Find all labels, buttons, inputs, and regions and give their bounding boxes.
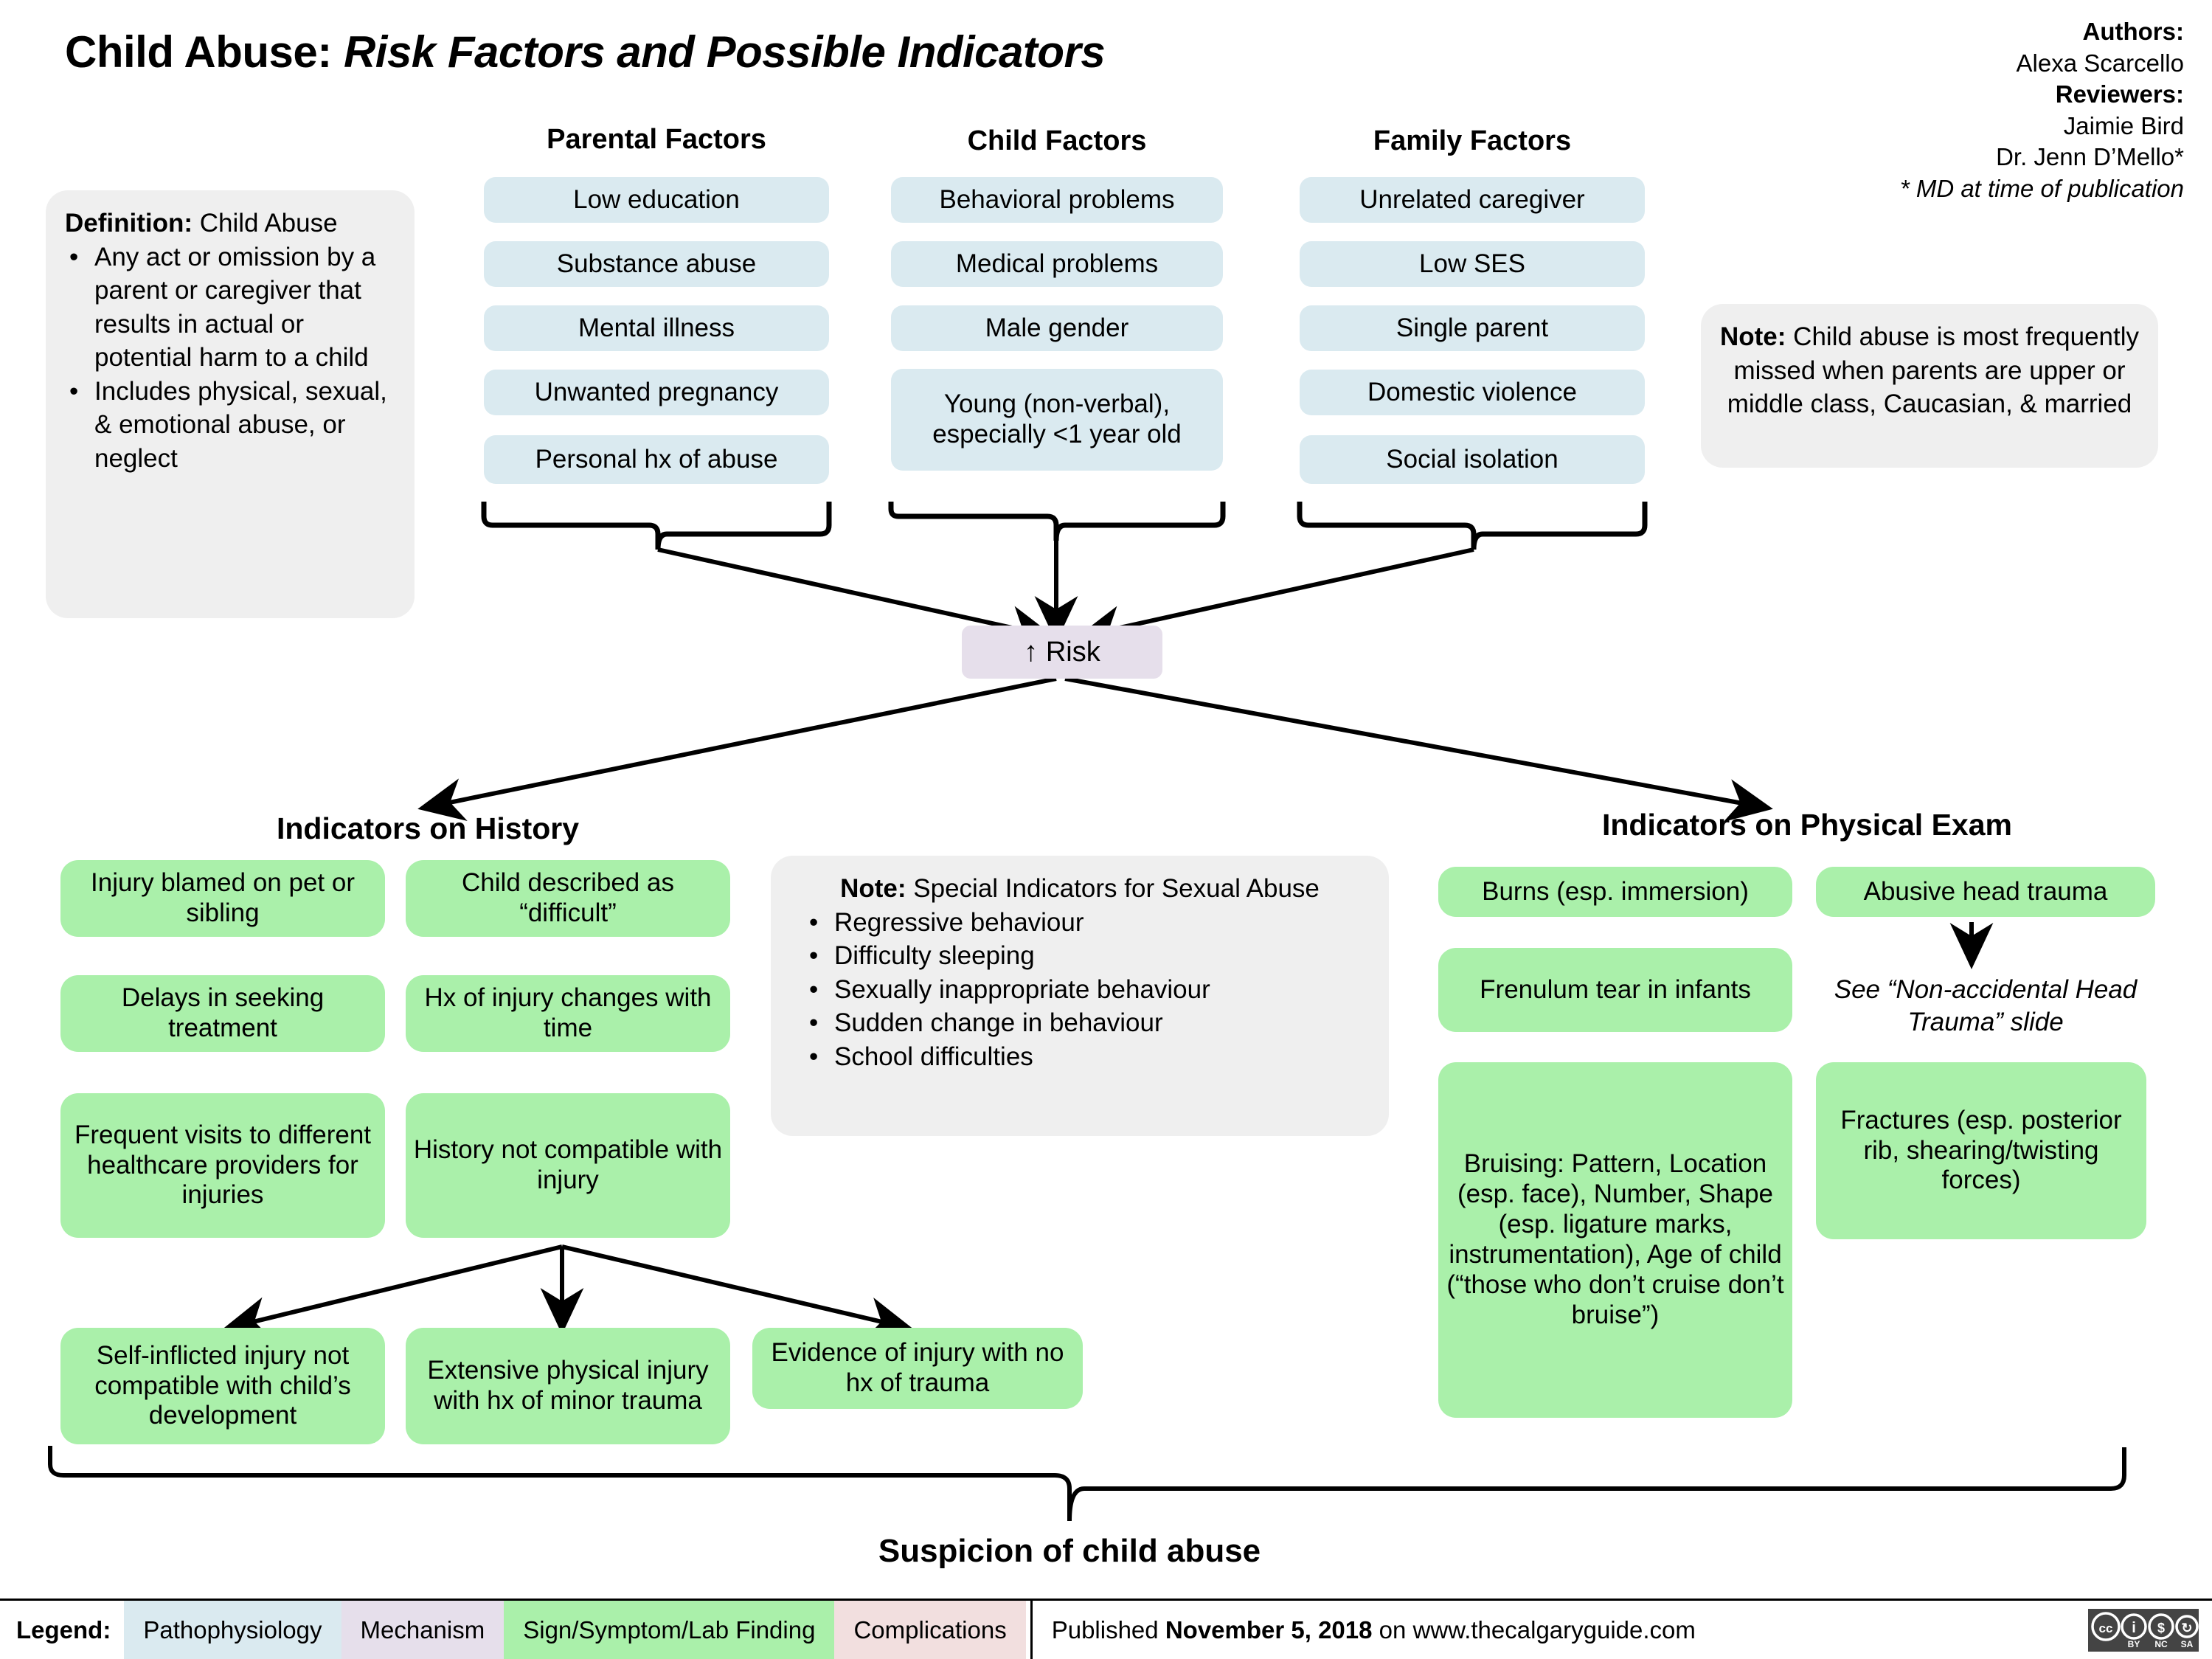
author-name: Alexa Scarcello bbox=[2016, 49, 2184, 77]
legend-footer: Legend: Pathophysiology Mechanism Sign/S… bbox=[0, 1599, 2212, 1659]
factor-child-medical-problems[interactable]: Medical problems bbox=[891, 241, 1223, 287]
note-sexual-abuse-title: Special Indicators for Sexual Abuse bbox=[913, 874, 1320, 903]
history-self-inflicted[interactable]: Self-inflicted injury not compatible wit… bbox=[60, 1328, 385, 1444]
factor-parental-low-education[interactable]: Low education bbox=[484, 177, 829, 223]
column-heading-child: Child Factors bbox=[967, 125, 1147, 156]
risk-node[interactable]: ↑ Risk bbox=[962, 626, 1162, 679]
section-heading-history: Indicators on History bbox=[276, 811, 580, 845]
creative-commons-license[interactable]: cc i $ ↻ BY NC SA bbox=[2088, 1601, 2212, 1659]
reviewer-name-2: Dr. Jenn D’Mello* bbox=[1996, 143, 2184, 171]
factor-parental-unwanted-pregnancy[interactable]: Unwanted pregnancy bbox=[484, 370, 829, 415]
svg-text:$: $ bbox=[2157, 1621, 2165, 1635]
history-delays-treatment[interactable]: Delays in seeking treatment bbox=[60, 975, 385, 1052]
history-extensive-injury[interactable]: Extensive physical injury with hx of min… bbox=[406, 1328, 730, 1444]
definition-bullet: Includes physical, sexual, & emotional a… bbox=[69, 375, 395, 476]
factor-family-social-isolation[interactable]: Social isolation bbox=[1300, 435, 1645, 484]
credits-footnote: * MD at time of publication bbox=[1899, 174, 2184, 202]
exam-frenulum-tear[interactable]: Frenulum tear in infants bbox=[1438, 948, 1792, 1032]
legend-chip-sign-symptom[interactable]: Sign/Symptom/Lab Finding bbox=[504, 1601, 835, 1659]
exam-bruising[interactable]: Bruising: Pattern, Location (esp. face),… bbox=[1438, 1062, 1792, 1418]
exam-burns[interactable]: Burns (esp. immersion) bbox=[1438, 867, 1792, 917]
definition-panel: Definition: Child Abuse Any act or omiss… bbox=[46, 190, 415, 618]
reviewer-name-1: Jaimie Bird bbox=[2063, 111, 2184, 139]
definition-label: Definition: bbox=[65, 209, 193, 238]
note-sexual-abuse-bullet: Sexually inappropriate behaviour bbox=[809, 973, 1370, 1007]
exam-see-slide-link[interactable]: See “Non-accidental Head Trauma” slide bbox=[1834, 975, 2138, 1036]
definition-term: Child Abuse bbox=[199, 209, 338, 238]
history-frequent-visits[interactable]: Frequent visits to different healthcare … bbox=[60, 1093, 385, 1238]
factor-child-behavioral-problems[interactable]: Behavioral problems bbox=[891, 177, 1223, 223]
column-heading-parental: Parental Factors bbox=[547, 124, 766, 155]
published-date: November 5, 2018 bbox=[1165, 1615, 1373, 1644]
page-title: Child Abuse: Risk Factors and Possible I… bbox=[65, 27, 1106, 77]
note-sexual-abuse-label: Note: bbox=[840, 874, 906, 903]
note-sexual-abuse-bullet: Difficulty sleeping bbox=[809, 939, 1370, 973]
section-heading-physical-exam: Indicators on Physical Exam bbox=[1602, 808, 2012, 842]
factor-family-domestic-violence[interactable]: Domestic violence bbox=[1300, 370, 1645, 415]
cc-license-icon: cc i $ ↻ BY NC SA bbox=[2088, 1608, 2199, 1652]
history-injury-blamed[interactable]: Injury blamed on pet or sibling bbox=[60, 860, 385, 937]
legend-chip-mechanism[interactable]: Mechanism bbox=[341, 1601, 505, 1659]
svg-text:SA: SA bbox=[2181, 1639, 2194, 1649]
svg-text:NC: NC bbox=[2154, 1639, 2168, 1649]
conclusion-label: Suspicion of child abuse bbox=[878, 1533, 1261, 1569]
title-subtitle: Risk Factors and Possible Indicators bbox=[343, 27, 1106, 77]
note-missed-panel: Note: Child abuse is most frequently mis… bbox=[1701, 304, 2158, 468]
svg-text:cc: cc bbox=[2099, 1621, 2113, 1635]
history-hx-changes[interactable]: Hx of injury changes with time bbox=[406, 975, 730, 1052]
svg-text:↻: ↻ bbox=[2181, 1621, 2192, 1635]
legend-chip-pathophysiology[interactable]: Pathophysiology bbox=[124, 1601, 341, 1659]
authors-label: Authors: bbox=[2082, 18, 2184, 45]
svg-text:i: i bbox=[2132, 1620, 2136, 1636]
note-sexual-abuse-bullet: Sudden change in behaviour bbox=[809, 1006, 1370, 1040]
published-suffix: on www.thecalgaryguide.com bbox=[1379, 1615, 1696, 1644]
legend-label: Legend: bbox=[16, 1615, 111, 1644]
factor-parental-personal-hx-abuse[interactable]: Personal hx of abuse bbox=[484, 435, 829, 484]
factor-family-single-parent[interactable]: Single parent bbox=[1300, 305, 1645, 351]
history-evidence-no-trauma[interactable]: Evidence of injury with no hx of trauma bbox=[752, 1328, 1083, 1409]
factor-parental-mental-illness[interactable]: Mental illness bbox=[484, 305, 829, 351]
exam-abusive-head-trauma[interactable]: Abusive head trauma bbox=[1816, 867, 2155, 917]
legend-chip-complications[interactable]: Complications bbox=[834, 1601, 1026, 1659]
published-prefix: Published bbox=[1051, 1615, 1159, 1644]
factor-parental-substance-abuse[interactable]: Substance abuse bbox=[484, 241, 829, 287]
svg-text:BY: BY bbox=[2128, 1639, 2140, 1649]
credits-block: Authors: Alexa Scarcello Reviewers: Jaim… bbox=[1900, 16, 2184, 204]
factor-child-male-gender[interactable]: Male gender bbox=[891, 305, 1223, 351]
factor-family-low-ses[interactable]: Low SES bbox=[1300, 241, 1645, 287]
title-main: Child Abuse: bbox=[65, 27, 332, 77]
note-sexual-abuse-bullet: Regressive behaviour bbox=[809, 906, 1370, 940]
note-missed-text: Child abuse is most frequently missed wh… bbox=[1727, 322, 2140, 418]
publication-info: Published November 5, 2018 on www.thecal… bbox=[1030, 1601, 1715, 1659]
factor-child-young-nonverbal[interactable]: Young (non-verbal), especially <1 year o… bbox=[891, 369, 1223, 471]
history-child-difficult[interactable]: Child described as “difficult” bbox=[406, 860, 730, 937]
column-heading-family: Family Factors bbox=[1373, 125, 1572, 156]
reviewers-label: Reviewers: bbox=[2055, 80, 2184, 108]
factor-family-unrelated-caregiver[interactable]: Unrelated caregiver bbox=[1300, 177, 1645, 223]
note-sexual-abuse-bullet: School difficulties bbox=[809, 1040, 1370, 1074]
exam-fractures[interactable]: Fractures (esp. posterior rib, shearing/… bbox=[1816, 1062, 2146, 1239]
note-missed-label: Note: bbox=[1720, 322, 1786, 351]
history-not-compatible[interactable]: History not compatible with injury bbox=[406, 1093, 730, 1238]
definition-bullet: Any act or omission by a parent or careg… bbox=[69, 240, 395, 375]
note-sexual-abuse-panel: Note: Special Indicators for Sexual Abus… bbox=[771, 856, 1389, 1136]
